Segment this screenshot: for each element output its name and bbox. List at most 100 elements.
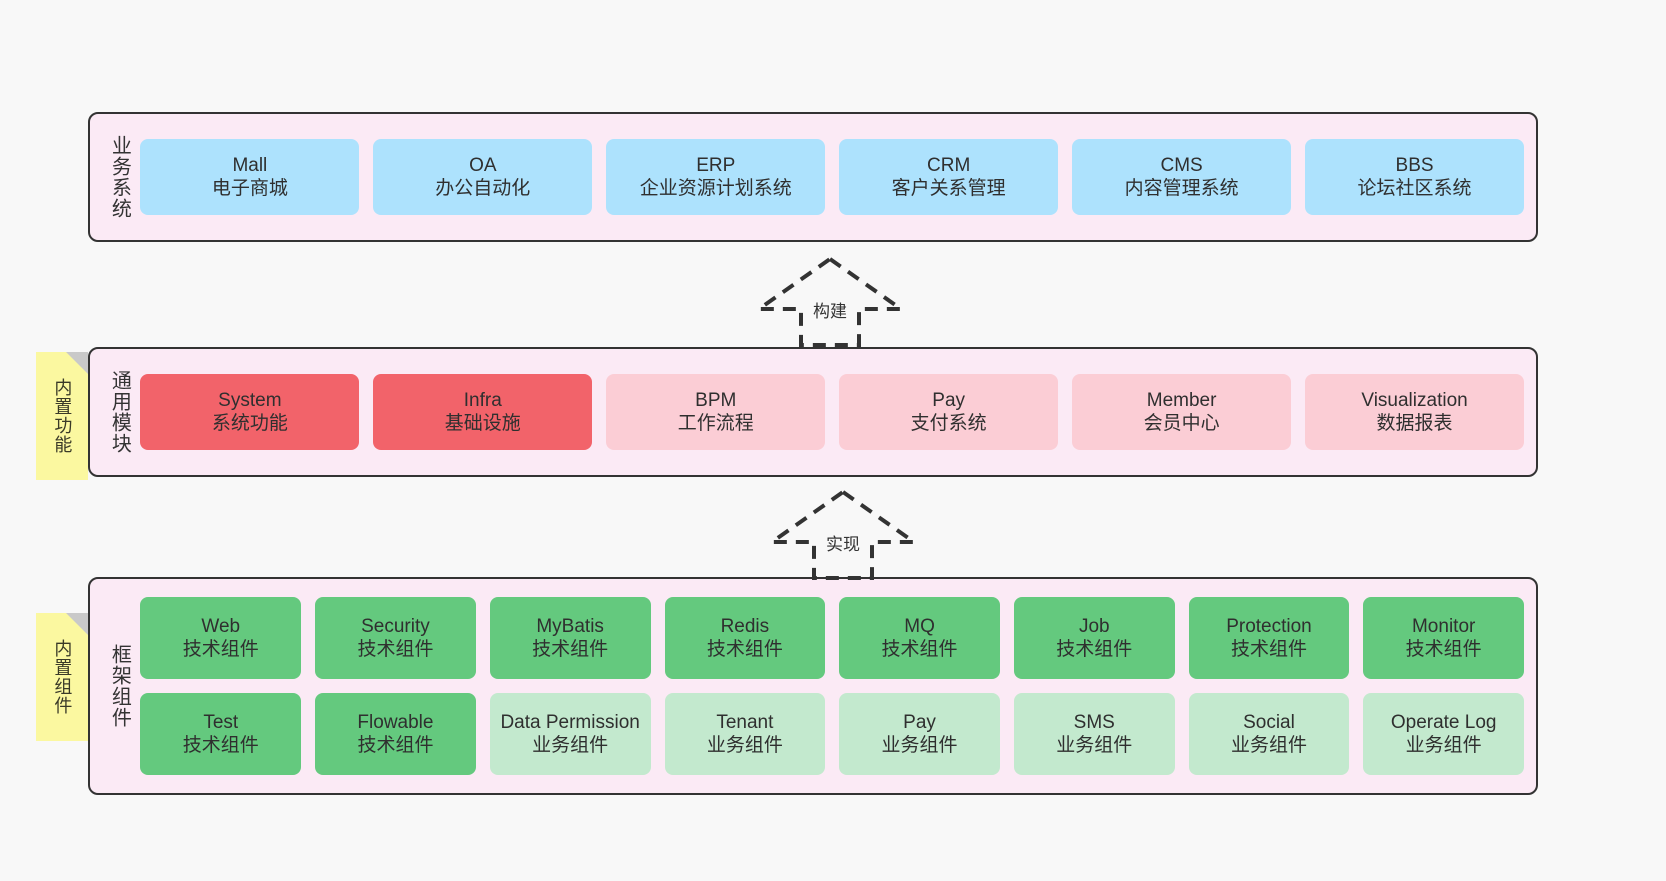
component-card-subtitle: 业务组件 xyxy=(1056,735,1133,756)
component-card-subtitle: 数据报表 xyxy=(1376,413,1453,434)
component-card-title: ERP xyxy=(696,154,736,176)
component-card-subtitle: 论坛社区系统 xyxy=(1357,178,1472,199)
component-card-title: BBS xyxy=(1395,154,1434,176)
component-card-subtitle: 技术组件 xyxy=(182,639,259,660)
component-card-title: MQ xyxy=(904,615,935,637)
component-card-subtitle: 电子商城 xyxy=(211,178,288,199)
component-card-title: Web xyxy=(201,615,241,637)
component-card-title: BPM xyxy=(695,389,737,411)
layer-title-framework-components: 框架组件 xyxy=(108,644,131,728)
component-card-subtitle: 内容管理系统 xyxy=(1124,178,1239,199)
component-card-title: Protection xyxy=(1226,615,1312,637)
component-card-subtitle: 支付系统 xyxy=(910,413,987,434)
component-card-subtitle: 技术组件 xyxy=(1230,639,1307,660)
component-card-subtitle: 系统功能 xyxy=(211,413,288,434)
component-card-title: Mall xyxy=(232,154,268,176)
layer-title-business-systems: 业务系统 xyxy=(108,135,131,219)
component-card-title: Operate Log xyxy=(1390,711,1497,733)
sticky-fold-icon xyxy=(66,613,88,635)
component-card-subtitle: 业务组件 xyxy=(706,735,783,756)
component-card-subtitle: 工作流程 xyxy=(677,413,754,434)
sticky-note-label: 内置组件 xyxy=(52,639,73,715)
component-card-subtitle: 技术组件 xyxy=(182,735,259,756)
component-card-title: Security xyxy=(361,615,430,637)
component-card-title: Job xyxy=(1078,615,1110,637)
component-card-title: Monitor xyxy=(1411,615,1476,637)
component-card-title: Infra xyxy=(463,389,502,411)
component-card-title: Member xyxy=(1146,389,1217,411)
component-card-title: SMS xyxy=(1073,711,1115,733)
component-card-subtitle: 技术组件 xyxy=(881,639,958,660)
component-card-title: CRM xyxy=(927,154,971,176)
component-card-subtitle: 客户关系管理 xyxy=(891,178,1006,199)
component-card-subtitle: 业务组件 xyxy=(1405,735,1482,756)
component-card-title: MyBatis xyxy=(536,615,604,637)
sticky-note-label: 内置功能 xyxy=(52,378,73,454)
component-card-title: Social xyxy=(1243,711,1295,733)
component-card-title: System xyxy=(218,389,282,411)
component-card-title: Redis xyxy=(720,615,770,637)
sticky-note-built-in-components: 内置组件 xyxy=(36,613,88,741)
arrow-implement: 实现 xyxy=(765,488,921,580)
component-card-subtitle: 技术组件 xyxy=(1056,639,1133,660)
component-card-subtitle: 企业资源计划系统 xyxy=(639,178,792,199)
component-card-title: Test xyxy=(203,711,239,733)
component-card-title: Visualization xyxy=(1361,389,1468,411)
sticky-note-built-in-functions: 内置功能 xyxy=(36,352,88,480)
component-card-subtitle: 技术组件 xyxy=(532,639,609,660)
component-card-subtitle: 办公自动化 xyxy=(435,178,531,199)
sticky-fold-icon xyxy=(66,352,88,374)
component-card-subtitle: 业务组件 xyxy=(881,735,958,756)
component-card-title: Flowable xyxy=(357,711,434,733)
component-card-subtitle: 技术组件 xyxy=(357,639,434,660)
component-card-title: Data Permission xyxy=(500,711,640,733)
component-card-subtitle: 业务组件 xyxy=(532,735,609,756)
component-card-title: Pay xyxy=(932,389,966,411)
component-card-subtitle: 基础设施 xyxy=(444,413,521,434)
component-card-title: Tenant xyxy=(716,711,774,733)
component-card-title: CMS xyxy=(1160,154,1203,176)
component-card-subtitle: 会员中心 xyxy=(1143,413,1220,434)
component-card-subtitle: 技术组件 xyxy=(357,735,434,756)
component-card-subtitle: 业务组件 xyxy=(1230,735,1307,756)
component-card-subtitle: 技术组件 xyxy=(1405,639,1482,660)
